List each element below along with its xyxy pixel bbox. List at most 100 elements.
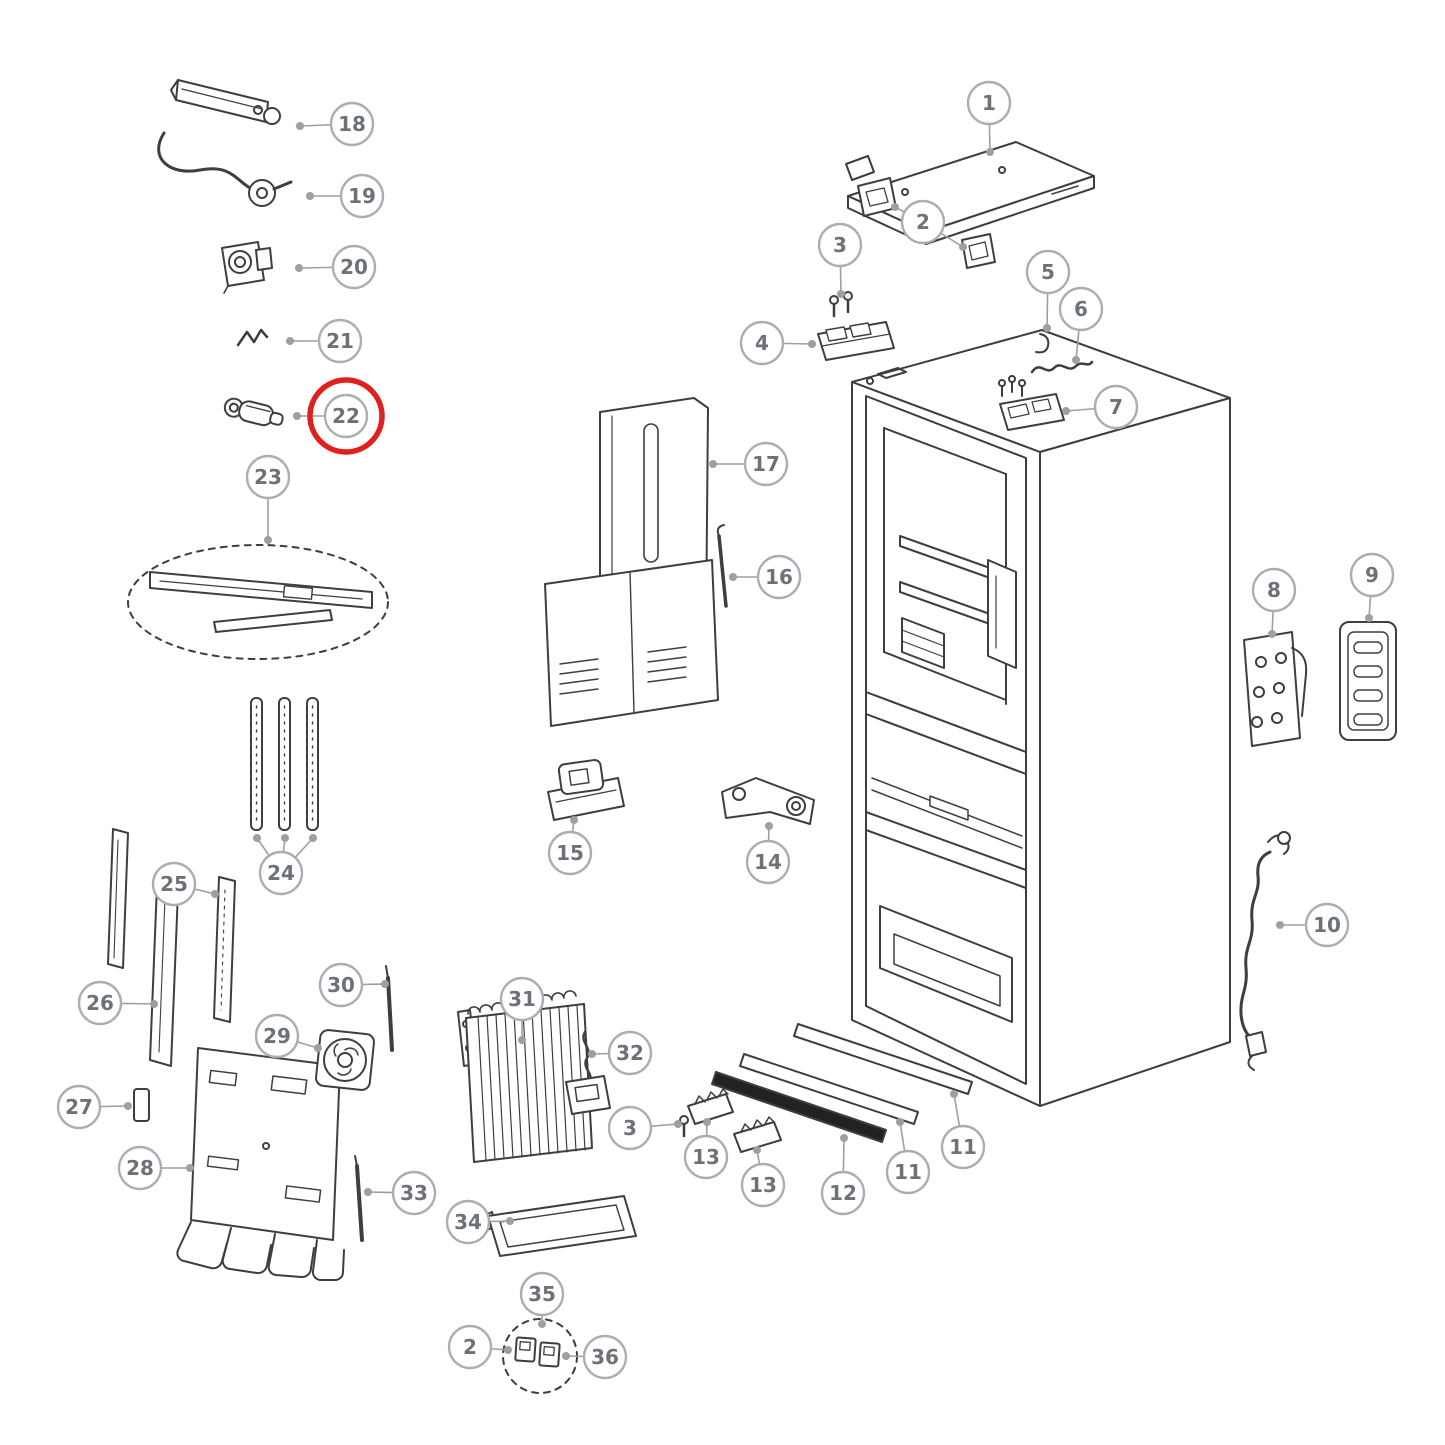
callout-circle-29	[254, 1013, 300, 1059]
part-4-control-board-illustration	[817, 321, 895, 361]
callout-number-2-top: 2	[916, 210, 930, 234]
callout-28: 28	[117, 1145, 194, 1191]
callout-3-bottom: 3	[607, 1105, 682, 1151]
callout-number-23: 23	[254, 465, 282, 489]
callout-16: 16	[729, 554, 802, 600]
callout-number-11-left: 11	[894, 1160, 922, 1184]
callout-circle-11-right	[940, 1124, 986, 1170]
callout-number-22: 22	[332, 404, 360, 428]
callout-34: 34	[445, 1199, 514, 1245]
callout-number-29: 29	[263, 1024, 291, 1048]
callout-circle-17	[743, 441, 789, 487]
callout-number-7: 7	[1109, 395, 1123, 419]
callout-number-8: 8	[1267, 578, 1281, 602]
callout-circle-3-bottom	[607, 1105, 653, 1151]
callout-10: 10	[1276, 902, 1350, 948]
callout-circle-21	[317, 318, 363, 364]
callout-30: 30	[318, 962, 389, 1008]
callout-number-2-bottom: 2	[463, 1335, 477, 1359]
part-29-fan-illustration	[315, 1029, 375, 1091]
callout-number-5: 5	[1041, 260, 1055, 284]
callout-33: 33	[364, 1170, 437, 1216]
callout-circle-14	[745, 839, 791, 885]
part-10-water-tube-illustration	[1239, 831, 1291, 1071]
callout-3-top: 3	[817, 222, 863, 298]
callout-27: 27	[56, 1084, 132, 1130]
callout-circle-22	[323, 393, 369, 439]
callout-5: 5	[1025, 249, 1071, 332]
callout-circle-36	[582, 1334, 628, 1380]
callout-number-21: 21	[326, 329, 354, 353]
part-17-evaporator-cover-illustration	[544, 397, 719, 727]
callout-23: 23	[245, 454, 291, 544]
callout-7: 7	[1062, 384, 1139, 430]
callout-13-left: 13	[683, 1118, 729, 1180]
callout-1: 1	[966, 80, 1012, 156]
part-33-rod-illustration	[354, 1155, 364, 1242]
callout-number-9: 9	[1365, 563, 1379, 587]
callout-number-13-right: 13	[749, 1173, 777, 1197]
part-32-compressor-wiring-illustration	[565, 1030, 611, 1115]
callout-circle-10	[1304, 902, 1350, 948]
callout-circle-31	[499, 976, 545, 1022]
callout-circle-2-top	[900, 199, 946, 245]
callout-circle-24	[258, 850, 304, 896]
part-23-rail-assembly-illustration	[127, 544, 389, 660]
callout-number-19: 19	[348, 184, 376, 208]
callout-35: 35	[519, 1271, 565, 1328]
callout-number-36: 36	[591, 1345, 619, 1369]
callout-circle-33	[391, 1170, 437, 1216]
callout-number-1: 1	[982, 91, 996, 115]
callout-circle-6	[1058, 286, 1104, 332]
callout-number-31: 31	[508, 987, 536, 1011]
part-20-damper-illustration	[221, 241, 273, 294]
part-28-back-panel-illustration	[176, 1047, 345, 1282]
callout-24: 24	[253, 834, 317, 896]
part-12-black-strip-illustration	[711, 1071, 887, 1143]
callout-15: 15	[547, 816, 593, 876]
callout-2-bottom: 2	[447, 1324, 512, 1370]
part-5-clip-illustration	[1035, 333, 1050, 354]
part-7-pcb-illustration	[998, 375, 1065, 431]
callout-26: 26	[77, 980, 158, 1026]
highlight-ring	[307, 377, 385, 455]
callout-22: 22	[293, 377, 385, 455]
part-8-hinge-plate-illustration	[1243, 631, 1308, 747]
callout-13-right: 13	[740, 1146, 786, 1208]
part-27-clip-illustration	[133, 1088, 150, 1122]
part-15-duct-motor-illustration	[547, 758, 625, 821]
callout-number-30: 30	[327, 973, 355, 997]
callout-circle-28	[117, 1145, 163, 1191]
callout-17: 17	[709, 441, 789, 487]
part-11-strips-illustration	[739, 1023, 973, 1125]
callout-circle-32	[607, 1030, 653, 1076]
callout-number-17: 17	[752, 452, 780, 476]
callout-circle-11-left	[885, 1149, 931, 1195]
callout-number-25: 25	[160, 872, 188, 896]
callout-number-33: 33	[400, 1181, 428, 1205]
callout-29: 29	[254, 1013, 322, 1059]
callout-number-15: 15	[556, 841, 584, 865]
callout-circle-18	[329, 101, 375, 147]
callout-circle-9	[1349, 552, 1395, 598]
callout-circle-7	[1093, 384, 1139, 430]
callout-number-26: 26	[86, 991, 114, 1015]
callout-number-11-right: 11	[949, 1135, 977, 1159]
callout-number-12: 12	[829, 1181, 857, 1205]
callout-number-32: 32	[616, 1041, 644, 1065]
callout-number-6: 6	[1074, 297, 1088, 321]
part-25-trim-strips-illustration	[107, 828, 236, 1023]
part-6-wire-illustration	[1030, 360, 1094, 374]
callout-number-13-left: 13	[692, 1145, 720, 1169]
callout-circle-19	[339, 173, 385, 219]
callout-8: 8	[1251, 567, 1297, 638]
part-3-screws-illustration	[829, 291, 853, 318]
callout-circle-15	[547, 830, 593, 876]
part-21-wire-clip-illustration	[236, 328, 269, 347]
callout-circle-4	[739, 320, 785, 366]
callout-circle-5	[1025, 249, 1071, 295]
callout-circle-25	[151, 861, 197, 907]
callout-circle-26	[77, 980, 123, 1026]
